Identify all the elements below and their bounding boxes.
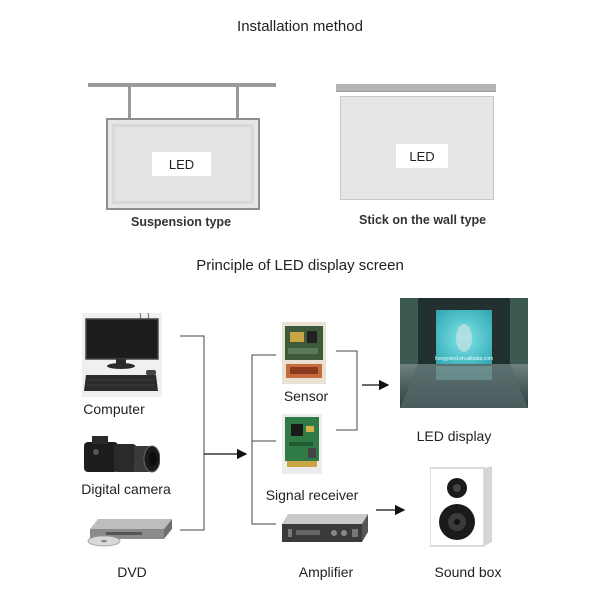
receiver-card-icon [282, 414, 322, 474]
amplifier-label: Amplifier [276, 564, 376, 580]
sensor-label: Sensor [256, 388, 356, 404]
computer-icon [82, 313, 162, 397]
dvd-player-icon [86, 515, 176, 547]
receiver-label: Signal receiver [252, 487, 372, 503]
sensor-board-icon [282, 322, 326, 384]
speaker-icon [430, 466, 492, 548]
camera-label: Digital camera [66, 481, 186, 497]
camera-icon [84, 432, 160, 478]
computer-label: Computer [64, 401, 164, 417]
sound-box-label: Sound box [418, 564, 518, 580]
screen-watermark: hongyuled.en.alibaba.com [400, 356, 528, 362]
sources-bracket [180, 336, 204, 530]
led-display-photo: hongyuled.en.alibaba.com [400, 298, 528, 408]
dvd-label: DVD [82, 564, 182, 580]
led-display-label: LED display [404, 428, 504, 444]
amplifier-icon [282, 512, 370, 548]
